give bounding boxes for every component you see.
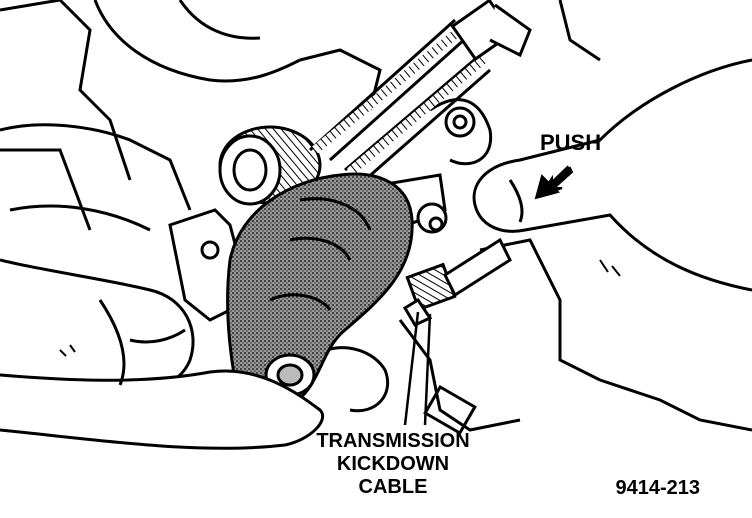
figure-id: 9414-213 <box>615 477 700 499</box>
throttle-cables <box>308 0 532 182</box>
left-hand <box>0 258 324 450</box>
right-hand-finger <box>472 58 752 292</box>
callout-label-line3: CABLE <box>359 476 428 498</box>
push-label: PUSH <box>540 130 601 155</box>
kickdown-cable-end <box>402 202 512 327</box>
engine-housing <box>0 0 752 436</box>
push-arrow <box>534 165 574 200</box>
callout-label-line1: TRANSMISSION <box>316 430 469 452</box>
callout-label-line2: KICKDOWN <box>337 453 449 475</box>
throttle-bellows <box>218 125 322 206</box>
throttle-cam <box>226 172 414 410</box>
callout-leader-lines <box>403 311 432 426</box>
